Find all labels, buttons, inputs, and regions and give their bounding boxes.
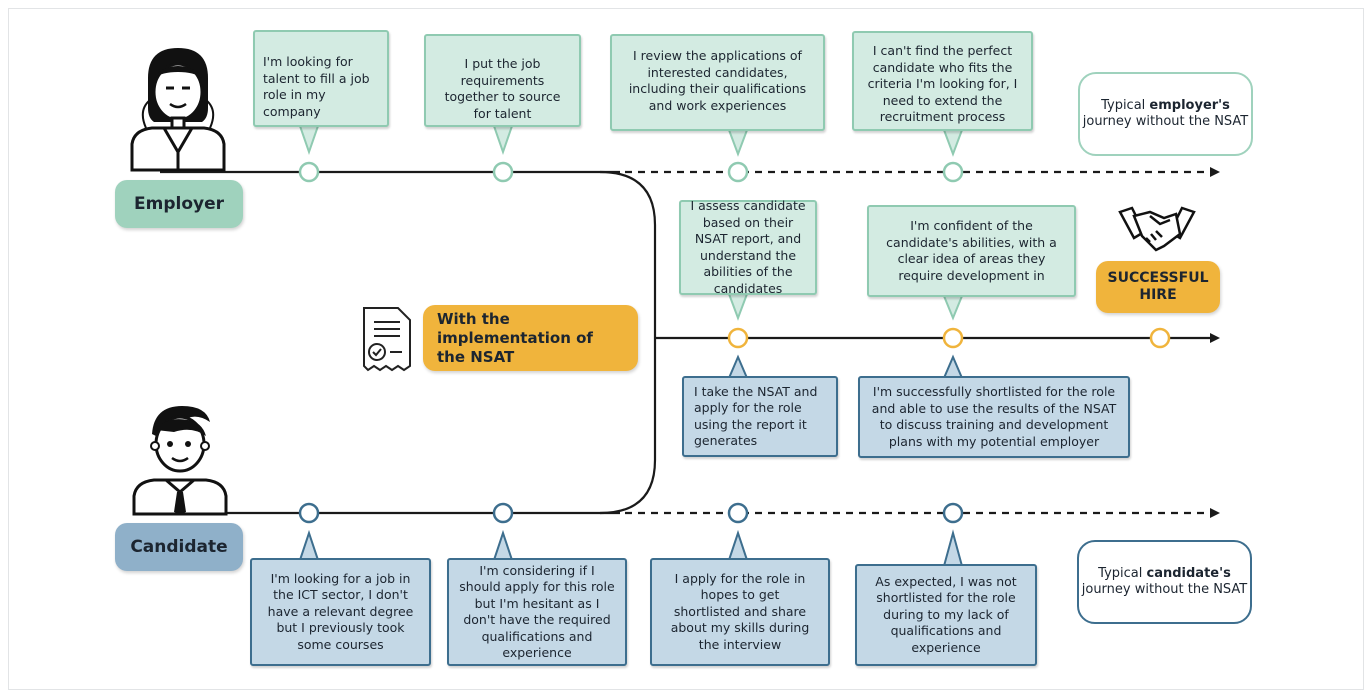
candidate-step-2: I'm considering if I should apply for th… [447, 558, 627, 666]
candidate-avatar-icon [132, 406, 228, 516]
employer-avatar-icon [130, 48, 226, 172]
employer-step-1: I'm looking for talent to fill a job rol… [253, 30, 389, 127]
nsat-employer-step-2: I'm confident of the candidate's abiliti… [867, 205, 1076, 297]
nsat-milestones [727, 327, 1171, 349]
candidate-step-1: I'm looking for a job in the ICT sector,… [250, 558, 431, 666]
candidate-milestones [298, 502, 964, 524]
employer-step-2: I put the job requirements together to s… [424, 34, 581, 127]
candidate-timeline [160, 508, 1220, 518]
employer-milestones [298, 161, 964, 183]
employer-journey-note-text: Typical employer's journey without the N… [1082, 97, 1249, 130]
nsat-employer-step-1: I assess candidate based on their NSAT r… [679, 198, 817, 296]
employer-step-3: I review the applications of interested … [610, 34, 825, 131]
diagram-frame [8, 8, 1364, 690]
nsat-implementation-label: With the implementation of the NSAT [423, 305, 638, 371]
nsat-candidate-step-1: I take the NSAT and apply for the role u… [682, 376, 838, 457]
employer-journey-note: Typical employer's journey without the N… [1078, 72, 1253, 156]
candidate-journey-note-text: Typical candidate's journey without the … [1081, 565, 1248, 598]
candidate-step-4: As expected, I was not shortlisted for t… [855, 564, 1037, 666]
candidate-label: Candidate [115, 523, 243, 571]
employer-timeline [160, 167, 1220, 177]
employer-label: Employer [115, 180, 243, 228]
candidate-step-3: I apply for the role in hopes to get sho… [650, 558, 830, 666]
successful-hire-badge: SUCCESSFUL HIRE [1096, 261, 1220, 313]
document-checklist-icon [363, 307, 411, 372]
candidate-journey-note: Typical candidate's journey without the … [1077, 540, 1252, 624]
nsat-candidate-step-2: I'm successfully shortlisted for the rol… [858, 376, 1130, 458]
handshake-icon [1118, 206, 1196, 252]
employer-step-4: I can't find the perfect candidate who f… [852, 31, 1033, 131]
